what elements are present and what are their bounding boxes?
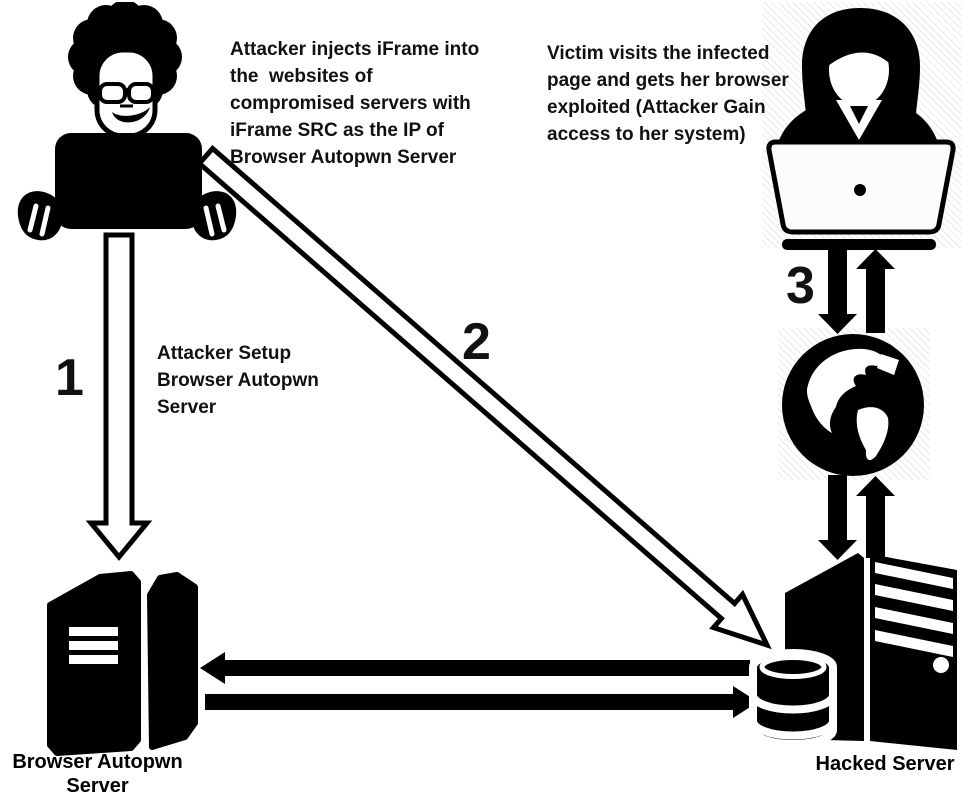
victim-caption: Victim visits the infected page and gets… xyxy=(547,43,789,145)
arrow-2-attacker-to-hacked-server xyxy=(195,144,772,650)
arrows-autopwn-hacked-server xyxy=(200,652,758,718)
attacker-icon xyxy=(17,2,237,241)
hacked-server-icon xyxy=(749,553,957,750)
hacked-server-label: Hacked Server xyxy=(815,753,955,775)
step-3-number: 3 xyxy=(786,257,815,315)
step-1-number: 1 xyxy=(55,349,84,407)
victim-icon xyxy=(766,8,956,250)
database-icon xyxy=(749,649,837,748)
step-2-number: 2 xyxy=(462,313,491,371)
browser-autopwn-server-icon xyxy=(47,571,198,756)
arrow-1-attacker-to-autopwn xyxy=(85,232,153,561)
browser-autopwn-server-label: Browser Autopwn Server xyxy=(12,751,183,797)
arrows-victim-internet xyxy=(818,247,895,334)
glasses-icon xyxy=(98,82,155,104)
attacker-caption: Attacker injects iFrame into the website… xyxy=(230,39,480,168)
arrows-internet-hacked-server xyxy=(818,475,895,560)
globe-icon xyxy=(782,334,924,476)
power-button-dot xyxy=(933,657,949,673)
step-1-label: Attacker Setup Browser Autopwn Server xyxy=(157,343,319,418)
laptop-logo-dot xyxy=(854,184,866,196)
